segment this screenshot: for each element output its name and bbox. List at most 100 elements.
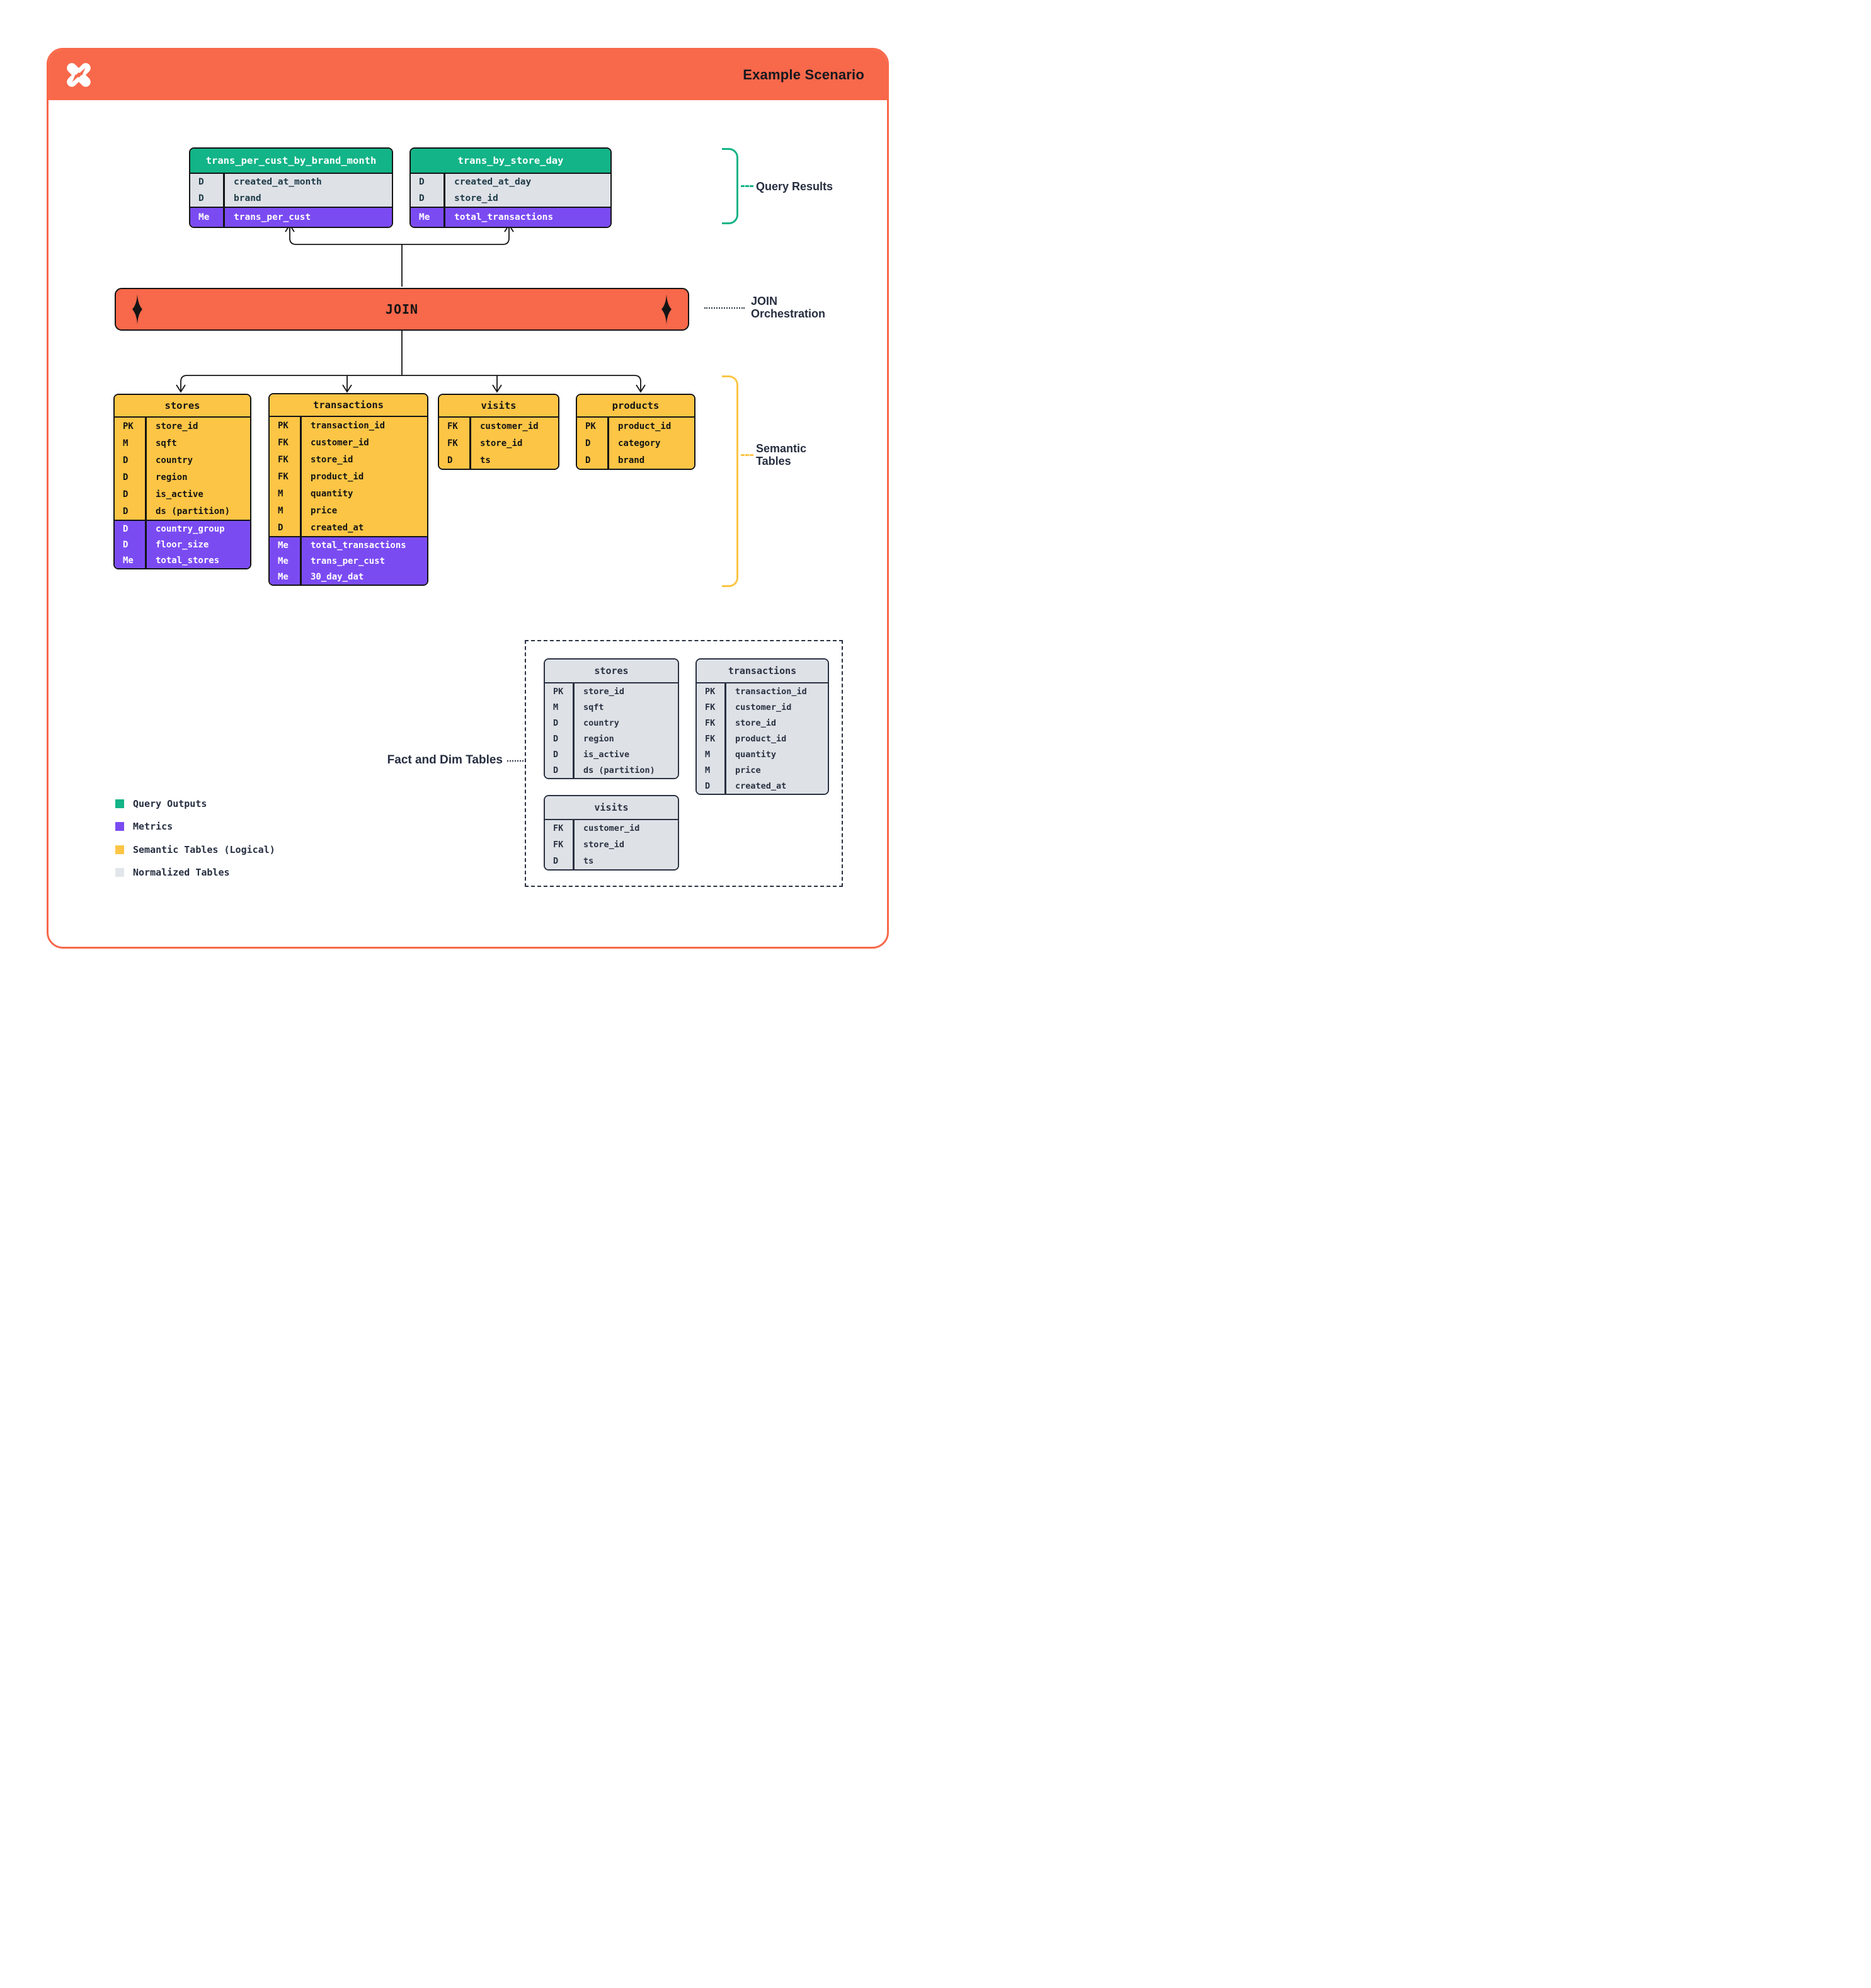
field-name: floor_size (156, 539, 209, 550)
table-title: visits (439, 395, 558, 418)
field-key: M (705, 749, 711, 760)
join-bar: JOIN (115, 288, 689, 331)
field-name: product_id (618, 421, 672, 431)
field-name: transaction_id (311, 420, 386, 431)
field-name: store_id (583, 840, 625, 850)
field-key: M (278, 505, 283, 516)
table-row: FK product_id (270, 468, 427, 485)
field-name: customer_id (735, 702, 792, 712)
sparkle-diamond-icon (132, 294, 142, 324)
field-key: PK (123, 421, 134, 431)
field-key: FK (705, 702, 716, 712)
field-name: 30_day_dat (311, 571, 364, 582)
fact-dim-group-box (525, 640, 843, 887)
field-key: D (278, 522, 283, 533)
field-key: FK (447, 438, 458, 448)
field-name: created_at_month (234, 177, 322, 187)
field-name: total_transactions (311, 540, 406, 551)
field-key: D (123, 489, 129, 500)
table-title: transactions (270, 394, 427, 417)
field-key: D (585, 438, 591, 448)
legend-item: Semantic Tables (Logical) (115, 843, 275, 856)
field-name: total_transactions (454, 212, 554, 222)
field-name: is_active (583, 749, 630, 760)
field-key: D (553, 733, 559, 744)
field-key: FK (447, 421, 458, 431)
field-name: ds (partition) (156, 506, 231, 517)
table-title: transactions (697, 660, 828, 683)
legend-item: Normalized Tables (115, 866, 275, 879)
legend-label: Metrics (133, 821, 173, 832)
join-orchestration-label-line2: Orchestration (751, 307, 826, 320)
legend-item: Query Outputs (115, 797, 275, 810)
field-key: D (123, 455, 129, 466)
table-row: FK store_id (270, 451, 427, 468)
semantic-tables-dash-connector (741, 454, 753, 456)
field-key: FK (278, 471, 289, 482)
field-key: Me (198, 212, 210, 222)
field-key: M (705, 765, 711, 775)
table-title: visits (545, 796, 678, 820)
field-name: region (583, 733, 614, 744)
field-key: FK (278, 454, 289, 465)
query-results-bracket (722, 148, 738, 224)
field-name: created_at_day (454, 177, 532, 187)
table-title: stores (545, 660, 678, 683)
table-row: FK customer_id (439, 418, 558, 435)
field-key: FK (553, 823, 564, 833)
field-name: country (583, 717, 619, 728)
field-key: FK (278, 437, 289, 448)
table-title: stores (115, 395, 250, 418)
field-name: brand (234, 193, 261, 203)
table-row: FK store_id (439, 435, 558, 452)
field-name: trans_per_cust (311, 556, 386, 566)
field-name: created_at (735, 780, 787, 791)
field-name: store_id (311, 454, 353, 465)
legend-swatch-icon (115, 822, 124, 831)
field-name: country (156, 455, 193, 466)
table-title: trans_per_cust_by_brand_month (190, 149, 392, 174)
field-key: D (419, 193, 425, 203)
field-key: D (123, 523, 129, 534)
field-key: D (553, 856, 559, 866)
field-name: region (156, 472, 188, 483)
legend-swatch-icon (115, 868, 124, 877)
table-row: FK customer_id (270, 434, 427, 451)
semantic-tables-label-line1: Semantic (756, 442, 807, 455)
fact-dim-dash-connector (507, 760, 526, 762)
field-key: D (123, 472, 129, 483)
field-key: M (123, 438, 129, 448)
join-orchestration-label: JOIN Orchestration (751, 295, 825, 320)
field-name: store_id (480, 438, 523, 448)
field-name: price (735, 765, 761, 775)
field-name: sqft (583, 702, 604, 712)
field-name: customer_id (311, 437, 369, 448)
scenario-card: Example Scenario trans_per_ (47, 48, 889, 949)
field-name: customer_id (480, 421, 539, 431)
field-name: product_id (311, 471, 364, 482)
